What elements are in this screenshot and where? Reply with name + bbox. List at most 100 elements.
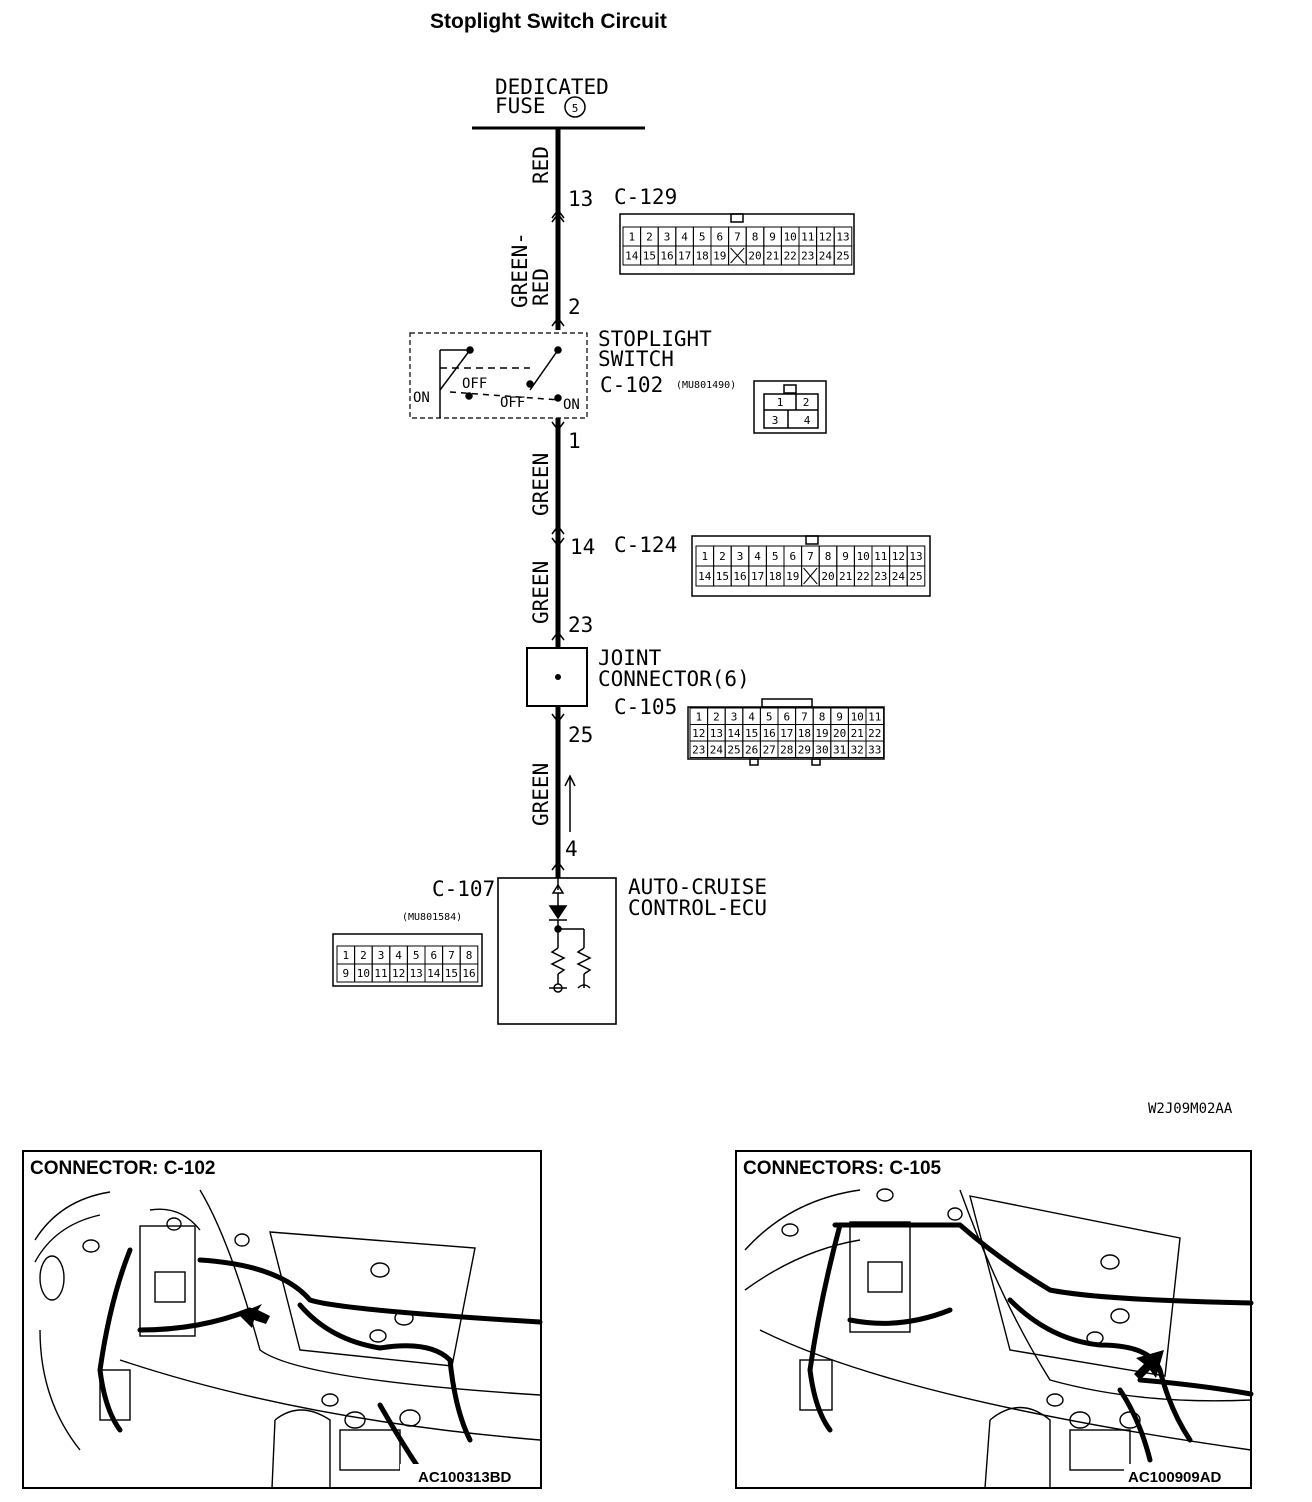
ecu-label-2: CONTROL-ECU — [628, 896, 767, 920]
c105-pin-13: 13 — [710, 727, 723, 740]
wire-label-green-b: GREEN — [529, 561, 553, 624]
connector-c105-label: C-105 — [614, 695, 677, 719]
c105-pin-5: 5 — [766, 710, 773, 723]
c105-pin-7: 7 — [801, 710, 808, 723]
c129-pin-7: 7 — [734, 231, 741, 244]
c102-pin-3: 3 — [772, 414, 779, 427]
c105-pin-32: 32 — [851, 743, 864, 756]
pin-23: 23 — [568, 613, 593, 637]
c107-pin-2: 2 — [360, 949, 367, 962]
c107-pin-7: 7 — [448, 949, 455, 962]
c105-pin-12: 12 — [692, 727, 705, 740]
c102-pin-2: 2 — [803, 396, 810, 409]
c129-pin-9: 9 — [769, 231, 776, 244]
c129-pin-13: 13 — [836, 231, 849, 244]
fuse-label-line1: DEDICATED — [495, 75, 609, 99]
c124-pin-20: 20 — [821, 570, 834, 583]
c124-pin-9: 9 — [842, 550, 849, 563]
c129-pin-8: 8 — [752, 231, 759, 244]
c105-pin-18: 18 — [798, 727, 811, 740]
pin-13: 13 — [568, 187, 593, 211]
c129-pin-21: 21 — [766, 250, 779, 263]
connector-c129-label: C-129 — [614, 185, 677, 209]
c105-pin-14: 14 — [727, 727, 741, 740]
c124-pin-16: 16 — [733, 570, 746, 583]
c107-pin-5: 5 — [413, 949, 420, 962]
c105-pin-11: 11 — [868, 710, 881, 723]
connector-c124-label: C-124 — [614, 533, 677, 557]
c129-pin-14: 14 — [625, 250, 639, 263]
c107-pin-11: 11 — [374, 967, 387, 980]
c107-pin-12: 12 — [392, 967, 405, 980]
pin-14: 14 — [570, 535, 595, 559]
locator-c105-code: AC100909AD — [1128, 1469, 1222, 1486]
c107-pin-4: 4 — [395, 949, 402, 962]
c129-pin-4: 4 — [681, 231, 688, 244]
connector-c107-part: (MU801584) — [402, 912, 462, 923]
c105-pin-24: 24 — [710, 743, 724, 756]
c129-pin-23: 23 — [801, 250, 814, 263]
c105-pin-6: 6 — [783, 710, 790, 723]
pin-1: 1 — [568, 429, 581, 453]
connector-marks — [551, 208, 565, 871]
switch-off-right: OFF — [500, 395, 525, 411]
c107-pin-1: 1 — [342, 949, 349, 962]
c124-pin-10: 10 — [857, 550, 870, 563]
switch-on-right: ON — [563, 397, 580, 413]
locator-c102-title: CONNECTOR: C-102 — [30, 1158, 215, 1179]
c105-pin-1: 1 — [695, 710, 702, 723]
c105-pin-31: 31 — [833, 743, 846, 756]
c102-pin-4: 4 — [804, 414, 811, 427]
c129-pin-20: 20 — [748, 250, 761, 263]
c124-pin-6: 6 — [789, 550, 796, 563]
stoplight-switch-contacts — [439, 346, 562, 418]
c129-pin-15: 15 — [643, 250, 656, 263]
locator-c105-title: CONNECTORS: C-105 — [743, 1158, 942, 1179]
c105-pin-17: 17 — [780, 727, 793, 740]
switch-on-left: ON — [413, 390, 430, 406]
page-title: Stoplight Switch Circuit — [430, 10, 667, 33]
c105-pin-25: 25 — [727, 743, 740, 756]
c129-cell — [833, 245, 853, 266]
c105-pin-28: 28 — [780, 743, 793, 756]
connector-c107-label: C-107 — [432, 877, 495, 901]
stoplight-switch-label-1: STOPLIGHT — [598, 327, 712, 351]
c105-pin-33: 33 — [868, 743, 881, 756]
c124-cell — [906, 565, 926, 587]
c129-pin-18: 18 — [696, 250, 709, 263]
stoplight-switch-body — [409, 332, 588, 419]
c124-pin-24: 24 — [892, 570, 906, 583]
c105-pin-16: 16 — [763, 727, 776, 740]
c124-pin-22: 22 — [857, 570, 870, 583]
c129-pin-22: 22 — [784, 250, 797, 263]
joint-connector-label-2: CONNECTOR(6) — [598, 667, 750, 691]
ecu-internal-circuit — [548, 878, 592, 993]
ecu-label-1: AUTO-CRUISE — [628, 875, 767, 899]
c105-pin-2: 2 — [713, 710, 720, 723]
c105-pin-9: 9 — [836, 710, 843, 723]
c124-pin-14: 14 — [698, 570, 712, 583]
c129-pin-17: 17 — [678, 250, 691, 263]
wire-label-green-a: GREEN — [529, 453, 553, 516]
pin-4: 4 — [565, 837, 578, 861]
wire-label-green-red-1: GREEN- — [508, 232, 532, 308]
c124-pin-13: 13 — [909, 550, 922, 563]
locator-c102: CONNECTOR: C-102 — [22, 1150, 543, 1489]
c129-pin-24: 24 — [819, 250, 833, 263]
c105-pin-3: 3 — [731, 710, 738, 723]
connector-c102-part: (MU801490) — [676, 380, 736, 391]
c107-pin-6: 6 — [430, 949, 437, 962]
stoplight-switch-label-2: SWITCH — [598, 347, 674, 371]
c129-blank-pin — [730, 247, 745, 264]
fuse-label-line2: FUSE — [495, 94, 546, 118]
ecu-body — [497, 877, 617, 1025]
c124-pin-25: 25 — [909, 570, 922, 583]
c124-pin-8: 8 — [825, 550, 832, 563]
switch-off-left: OFF — [462, 376, 487, 392]
c105-pin-21: 21 — [851, 727, 864, 740]
c107-pin-10: 10 — [357, 967, 370, 980]
c105-pin-10: 10 — [851, 710, 864, 723]
c129-pin-12: 12 — [819, 231, 832, 244]
